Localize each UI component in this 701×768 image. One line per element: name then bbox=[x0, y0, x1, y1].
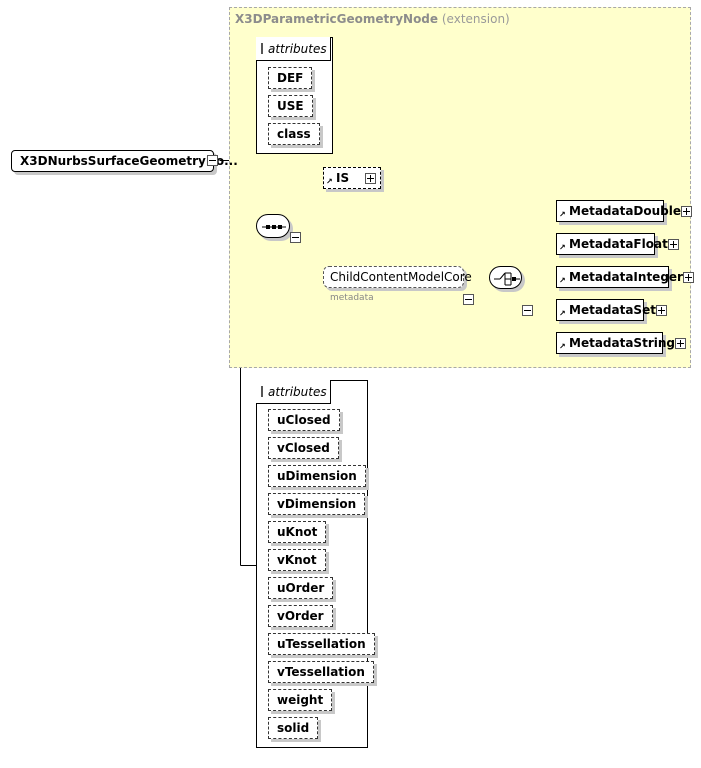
extension-suffix: (extension) bbox=[441, 12, 510, 26]
root-element[interactable]: X3DNurbsSurfaceGeometryNo... bbox=[11, 150, 238, 172]
attribute-item[interactable]: uClosed bbox=[268, 409, 340, 431]
base-attributes-header[interactable]: attributes bbox=[256, 37, 331, 61]
extension-title: X3DParametricGeometryNode (extension) bbox=[235, 12, 510, 26]
choice-element-label: MetadataInteger bbox=[569, 270, 683, 284]
expand-icon[interactable] bbox=[674, 337, 686, 349]
attribute-item[interactable]: solid bbox=[268, 717, 319, 739]
attribute-item[interactable]: vClosed bbox=[268, 437, 339, 459]
attribute-item[interactable]: uTessellation bbox=[268, 633, 375, 655]
choice-icon bbox=[494, 272, 520, 286]
expand-icon[interactable] bbox=[682, 271, 694, 283]
base-attributes-label: attributes bbox=[268, 41, 327, 56]
attribute-item[interactable]: vOrder bbox=[268, 605, 333, 627]
extension-type-name: X3DParametricGeometryNode bbox=[235, 12, 439, 26]
group-reference-sublabel: metadata bbox=[330, 293, 374, 303]
choice-element[interactable]: ↗MetadataSet bbox=[556, 299, 667, 321]
reference-arrow-icon: ↗ bbox=[559, 210, 566, 219]
group-reference-child-content-model-core[interactable]: ChildContentModelCore bbox=[323, 266, 472, 288]
reference-arrow-icon: ↗ bbox=[559, 276, 566, 285]
own-attributes-label: attributes bbox=[268, 384, 327, 399]
group-reference-label: ChildContentModelCore bbox=[330, 270, 472, 284]
attribute-item[interactable]: weight bbox=[268, 689, 333, 711]
group-collapse-icon[interactable] bbox=[463, 294, 474, 305]
sequence-collapse-icon[interactable] bbox=[290, 232, 301, 243]
expand-icon[interactable] bbox=[681, 205, 693, 217]
choice-element[interactable]: ↗MetadataInteger bbox=[556, 266, 694, 288]
attribute-item[interactable]: class bbox=[268, 123, 320, 145]
reference-arrow-icon: ↗ bbox=[559, 243, 566, 252]
attribute-item[interactable]: vDimension bbox=[268, 493, 366, 515]
root-element-label: X3DNurbsSurfaceGeometryNo... bbox=[20, 154, 238, 168]
attribute-item[interactable]: uOrder bbox=[268, 577, 334, 599]
attribute-item[interactable]: DEF bbox=[268, 67, 313, 89]
root-collapse-icon[interactable] bbox=[207, 155, 218, 166]
is-element[interactable]: ↗ IS bbox=[323, 167, 381, 189]
choice-element-label: MetadataDouble bbox=[569, 204, 682, 218]
expand-icon[interactable] bbox=[365, 172, 376, 184]
attribute-item[interactable]: vTessellation bbox=[268, 661, 374, 683]
choice-element[interactable]: ↗MetadataFloat bbox=[556, 233, 679, 255]
expand-icon[interactable] bbox=[667, 238, 679, 250]
choice-element[interactable]: ↗MetadataDouble bbox=[556, 200, 693, 222]
reference-arrow-icon: ↗ bbox=[559, 309, 566, 318]
choice-element-label: MetadataFloat bbox=[569, 237, 668, 251]
reference-arrow-icon: ↗ bbox=[559, 342, 566, 351]
choice-compositor[interactable] bbox=[489, 266, 522, 289]
attribute-item[interactable]: vKnot bbox=[268, 549, 326, 571]
choice-collapse-icon[interactable] bbox=[522, 305, 533, 316]
reference-arrow-icon: ↗ bbox=[326, 177, 333, 186]
attribute-item[interactable]: USE bbox=[268, 95, 313, 117]
attribute-item[interactable]: uKnot bbox=[268, 521, 327, 543]
choice-element-label: MetadataString bbox=[569, 336, 675, 350]
sequence-compositor[interactable] bbox=[256, 214, 290, 238]
sequence-icon bbox=[262, 225, 286, 229]
is-element-label: IS bbox=[336, 171, 350, 185]
collapse-icon[interactable] bbox=[261, 43, 263, 54]
expand-icon[interactable] bbox=[655, 304, 667, 316]
own-attributes-header[interactable]: attributes bbox=[256, 380, 331, 404]
choice-element-label: MetadataSet bbox=[569, 303, 656, 317]
collapse-icon[interactable] bbox=[261, 386, 263, 397]
attribute-item[interactable]: uDimension bbox=[268, 465, 366, 487]
choice-element[interactable]: ↗MetadataString bbox=[556, 332, 686, 354]
